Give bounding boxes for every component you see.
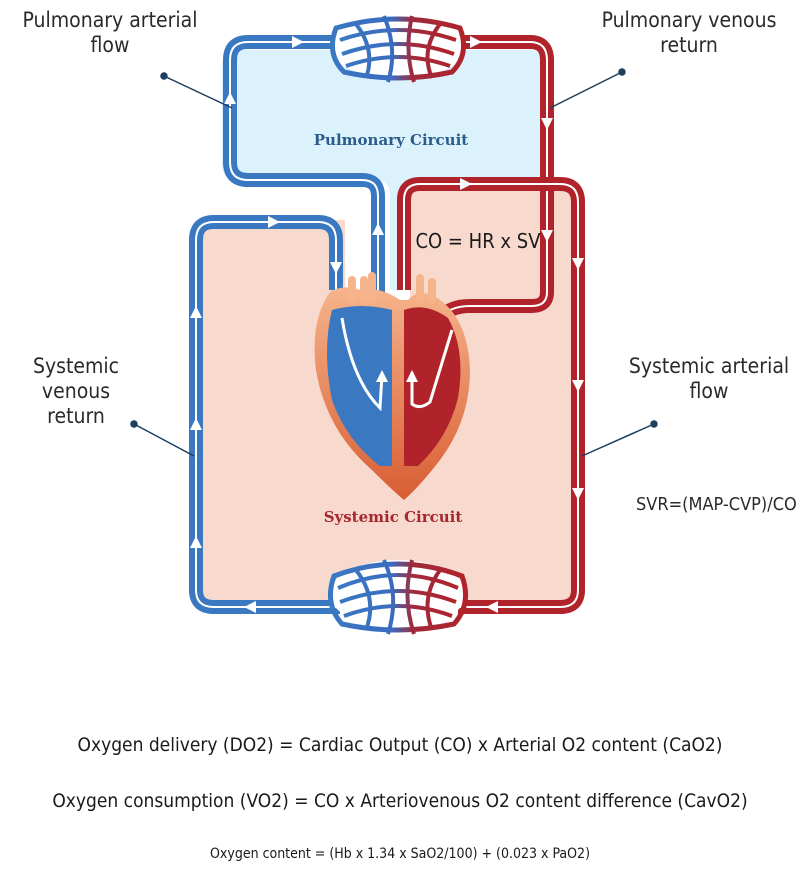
label-leader-lines — [130, 68, 658, 457]
oxygen-delivery-formula: Oxygen delivery (DO2) = Cardiac Output (… — [77, 734, 723, 756]
systemic-circuit-label: Systemic Circuit — [324, 508, 463, 526]
flow-arrows — [190, 36, 584, 613]
oxygen-content-formula: Oxygen content = (Hb x 1.34 x SaO2/100) … — [210, 846, 590, 862]
pulmonary-arterial-flow-label: Pulmonary arterial flow — [10, 8, 210, 58]
label-line: Systemic venous — [32, 354, 120, 403]
svr-formula: SVR=(MAP-CVP)/CO — [636, 494, 797, 515]
label-line: Systemic arterial — [628, 354, 790, 378]
label-line: Pulmonary venous — [601, 8, 777, 32]
label-line: flow — [689, 379, 729, 403]
systemic-venous-return-label: Systemic venous return — [0, 354, 152, 429]
heart — [314, 272, 470, 500]
label-line: flow — [90, 33, 130, 57]
label-line: return — [47, 404, 105, 428]
oxygen-consumption-formula: Oxygen consumption (VO2) = CO x Arteriov… — [52, 790, 748, 812]
pulmonary-capillary-bed — [329, 15, 467, 83]
co-formula: CO = HR x SV — [415, 229, 541, 253]
label-line: Pulmonary arterial — [22, 8, 198, 32]
circulation-diagram: Pulmonary Circuit Systemic Circuit CO = … — [130, 15, 658, 635]
systemic-capillary-bed — [327, 559, 469, 635]
pulmonary-circuit-label: Pulmonary Circuit — [314, 131, 469, 149]
label-line: return — [660, 33, 718, 57]
systemic-arterial-flow-label: Systemic arterial flow — [626, 354, 792, 404]
right-heart-chambers — [327, 306, 392, 466]
pulmonary-venous-return-label: Pulmonary venous return — [596, 8, 782, 58]
